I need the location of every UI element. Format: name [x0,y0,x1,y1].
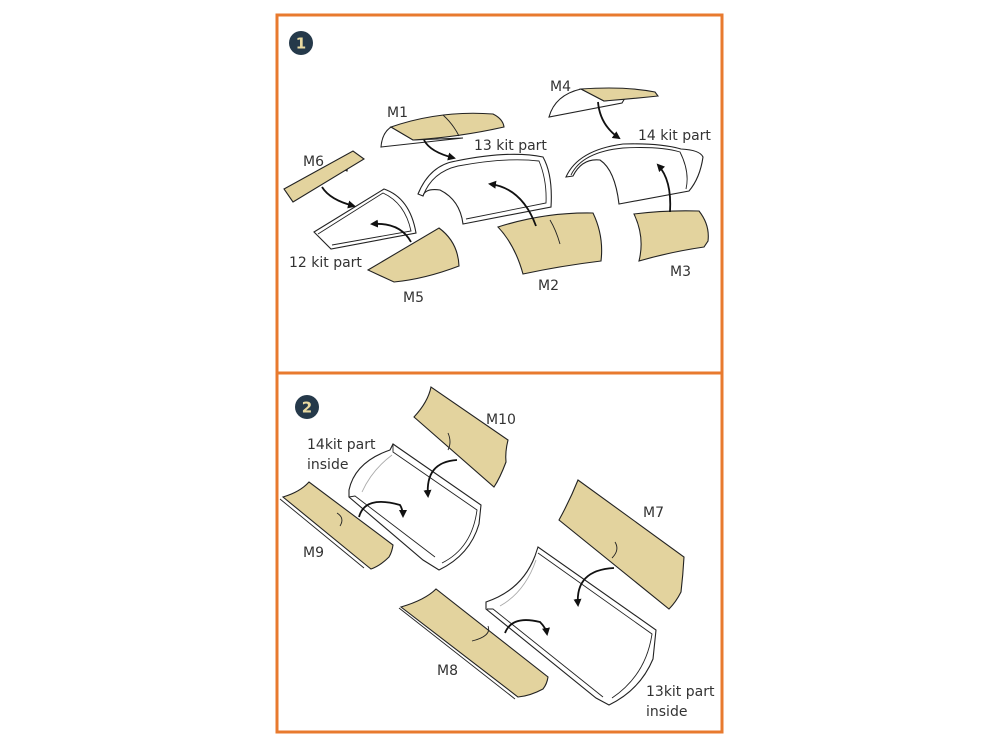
mask-m9 [279,481,394,570]
kit-part-12 [313,188,417,250]
arrow-m5 [370,219,412,243]
mask-m8 [398,588,549,700]
mask-m3 [633,210,709,262]
label-kit-14: 14 kit part [638,128,711,144]
step-1-badge: 1 [289,31,313,55]
label-kit-14-line2: inside [307,457,348,473]
label-m7: M7 [643,505,664,521]
label-m4: M4 [550,79,571,95]
label-kit-13-line1: 13kit part [646,684,715,700]
label-m5: M5 [403,290,424,306]
arrow-m9 [358,501,407,518]
svg-text:1: 1 [296,35,306,53]
arrow-m2 [488,180,537,227]
kit-part-13 [417,153,552,225]
label-kit-14-line1: 14kit part [307,437,376,453]
arrow-m6 [321,186,356,209]
label-kit-12: 12 kit part [289,255,362,271]
label-kit-13: 13 kit part [474,138,547,154]
arrow-m7 [573,567,615,607]
label-m6: M6 [303,154,324,170]
label-m1: M1 [387,105,408,121]
label-kit-13-line2: inside [646,704,687,720]
label-m10: M10 [486,412,516,428]
label-m3: M3 [670,264,691,280]
arrow-m1 [423,139,456,161]
label-m2: M2 [538,278,559,294]
arrow-m4 [597,101,621,140]
mask-m5 [366,227,460,283]
label-m8: M8 [437,663,458,679]
mask-m2 [496,212,603,275]
label-m9: M9 [303,545,324,561]
mask-m10 [413,386,509,488]
mask-m1 [380,112,505,148]
mask-m4 [548,87,660,118]
arrow-m3 [656,163,672,213]
step-2-badge: 2 [295,395,319,419]
kit-part-14-inside [348,443,482,571]
step-2-panel: 2 [275,371,724,734]
arrow-m8 [504,619,550,636]
mask-m7 [558,479,685,610]
arrow-m10 [423,459,458,498]
mask-m6 [283,150,365,203]
step-1-panel: 1 [275,13,724,375]
svg-text:2: 2 [302,399,312,417]
kit-part-13-inside [485,546,657,706]
